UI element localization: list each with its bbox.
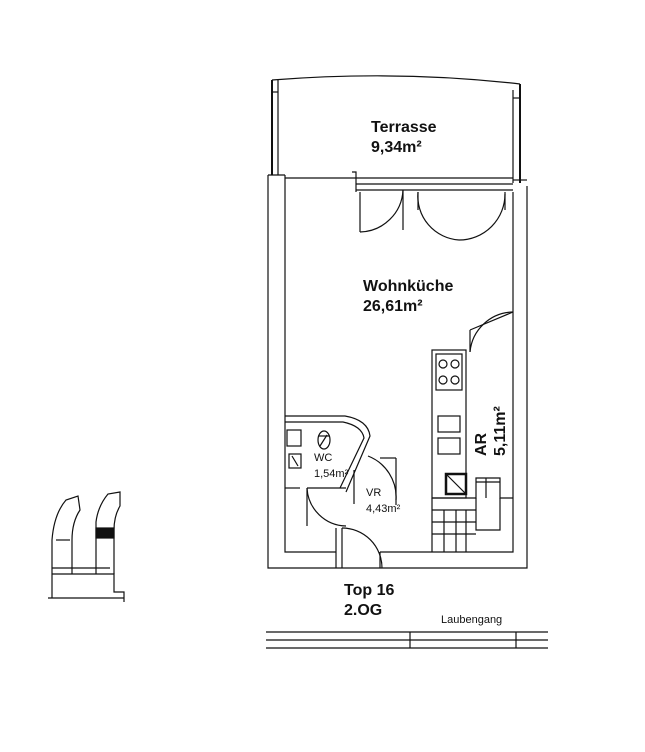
terrace-threshold: [356, 177, 513, 191]
storage-area: 5,11m²: [492, 406, 509, 456]
wc-room: [285, 415, 371, 493]
neighbour-stairs: [48, 491, 125, 602]
walkway-label: Laubengang: [441, 614, 503, 626]
wc-door: [306, 487, 347, 527]
storage-name: AR: [473, 432, 490, 456]
terrace-double-door: [359, 189, 506, 241]
terrace-name: Terrasse: [371, 119, 437, 136]
wc-name: WC: [314, 452, 333, 464]
walkway-lines: [266, 631, 548, 649]
ar-door: [469, 311, 514, 353]
vr-door: [353, 455, 397, 505]
hallway-name: VR: [366, 487, 382, 499]
terrace-outline: [271, 75, 521, 183]
living-kitchen-area: 26,61m²: [363, 298, 423, 315]
entrance-door: [335, 527, 383, 569]
wc-area: 1,54m²: [314, 468, 349, 480]
hallway-area: 4,43m²: [366, 503, 401, 515]
staircase: [431, 477, 513, 552]
living-kitchen-name: Wohnküche: [363, 278, 454, 295]
terrace-area: 9,34m²: [371, 139, 422, 156]
floor-level: 2.OG: [344, 602, 383, 619]
unit-number: Top 16: [344, 582, 395, 599]
kitchen-counter: [431, 349, 468, 499]
